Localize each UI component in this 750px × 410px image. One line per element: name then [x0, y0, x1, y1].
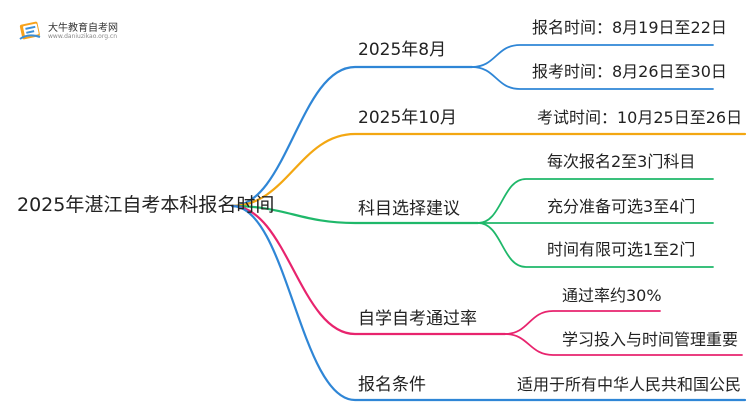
book-icon	[19, 21, 41, 40]
leaf-connector-2-2	[477, 222, 714, 268]
leaf-connector-0-1	[471, 66, 714, 90]
leaf-pass-rate: 通过率约30%	[562, 286, 662, 305]
leaf-eligibility: 适用于所有中华人民共和国公民	[517, 375, 742, 394]
leaf-subjects-default: 每次报名2至3门科目	[547, 152, 696, 171]
site-logo: 大牛教育自考网 www.daniuzikao.org.cn	[18, 16, 148, 48]
leaf-connector-3-0	[504, 310, 661, 335]
leaf-study-importance: 学习投入与时间管理重要	[562, 330, 739, 349]
branch-connector-1	[230, 132, 747, 208]
logo-title: 大牛教育自考网	[48, 23, 118, 34]
branch-label-pass-rate: 自学自考通过率	[358, 309, 477, 329]
leaf-connector-2-0	[477, 178, 714, 224]
root-node-label: 2025年湛江自考本科报名时间	[17, 194, 275, 216]
branch-label-subjects: 科目选择建议	[358, 199, 460, 219]
leaf-subjects-prepared: 充分准备可选3至4门	[547, 197, 696, 216]
leaf-application-time: 报考时间：8月26日至30日	[532, 62, 727, 81]
branch-connector-3	[230, 204, 507, 336]
branch-label-oct: 2025年10月	[358, 108, 457, 128]
branch-label-eligibility: 报名条件	[358, 375, 426, 395]
leaf-exam-time: 考试时间：10月25日至26日	[537, 108, 743, 127]
branch-label-aug: 2025年8月	[358, 40, 447, 60]
leaf-subjects-limited: 时间有限可选1至2门	[547, 240, 696, 259]
branch-connector-4	[230, 204, 747, 402]
branch-connector-2	[230, 204, 480, 225]
logo-url: www.daniuzikao.org.cn	[48, 33, 118, 40]
leaf-connector-3-1	[504, 333, 743, 356]
leaf-connector-0-0	[471, 44, 714, 68]
leaf-registration-time: 报名时间：8月19日至22日	[532, 18, 727, 37]
branch-connector-0	[230, 65, 474, 208]
